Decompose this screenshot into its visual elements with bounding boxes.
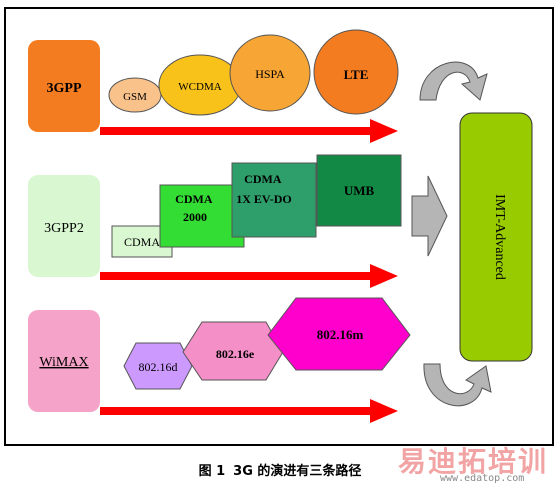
track-label-3gpp2-box: [28, 175, 100, 277]
node-cdma2000-label: CDMA 2000: [175, 192, 215, 224]
curved-arrow-top: [419, 61, 488, 101]
red-arrow-wimax: [100, 399, 398, 423]
node-umb: [316, 154, 402, 227]
red-arrow-3gpp2: [100, 264, 398, 288]
node-80216m-label: 802.16m: [317, 327, 364, 342]
diagram-frame: [4, 7, 554, 446]
caption-text: 3G 的演进有三条路径: [233, 464, 362, 479]
track-label-3gpp2: 3GPP2: [44, 221, 84, 236]
target-imt-advanced-box: [459, 112, 533, 362]
red-arrow-3gpp: [100, 119, 398, 143]
target-imt-advanced-label: IMT-Advanced: [492, 194, 507, 280]
watermark-logo: 易迪拓培训: [398, 445, 549, 478]
watermark-url: www.edatop.com: [440, 473, 525, 484]
node-evdo-line2: 1X EV-DO: [236, 192, 291, 206]
node-hspa-label: HSPA: [255, 67, 285, 81]
node-80216m: [267, 297, 411, 371]
node-cdma2000-line2: 2000: [183, 210, 207, 224]
track-label-wimax: WiMAX: [39, 355, 88, 370]
track-label-wimax-box: [28, 310, 100, 412]
node-80216d-label: 802.16d: [139, 360, 178, 374]
track-label-3gpp: 3GPP: [47, 81, 82, 96]
node-wcdma-label: WCDMA: [178, 81, 221, 93]
node-hspa: [229, 34, 311, 112]
node-cdma2000-line1: CDMA: [175, 192, 213, 206]
track-label-3gpp-box: [28, 40, 100, 132]
node-lte-label: LTE: [344, 67, 369, 82]
node-gsm-label: GSM: [123, 91, 147, 103]
node-evdo: [231, 162, 317, 238]
caption-figure-number: 图 1: [198, 464, 226, 479]
node-umb-label: UMB: [344, 183, 375, 198]
node-cdma-label: CDMA: [124, 235, 160, 249]
node-80216e-label: 802.16e: [216, 347, 255, 361]
block-arrow-middle: [411, 175, 448, 257]
node-lte: [313, 29, 399, 115]
curved-arrow-bottom: [423, 363, 492, 407]
node-evdo-label: CDMA 1X EV-DO: [236, 172, 291, 206]
figure-caption: 图 1 3G 的演进有三条路径: [0, 460, 560, 479]
node-evdo-line1: CDMA: [244, 172, 282, 186]
